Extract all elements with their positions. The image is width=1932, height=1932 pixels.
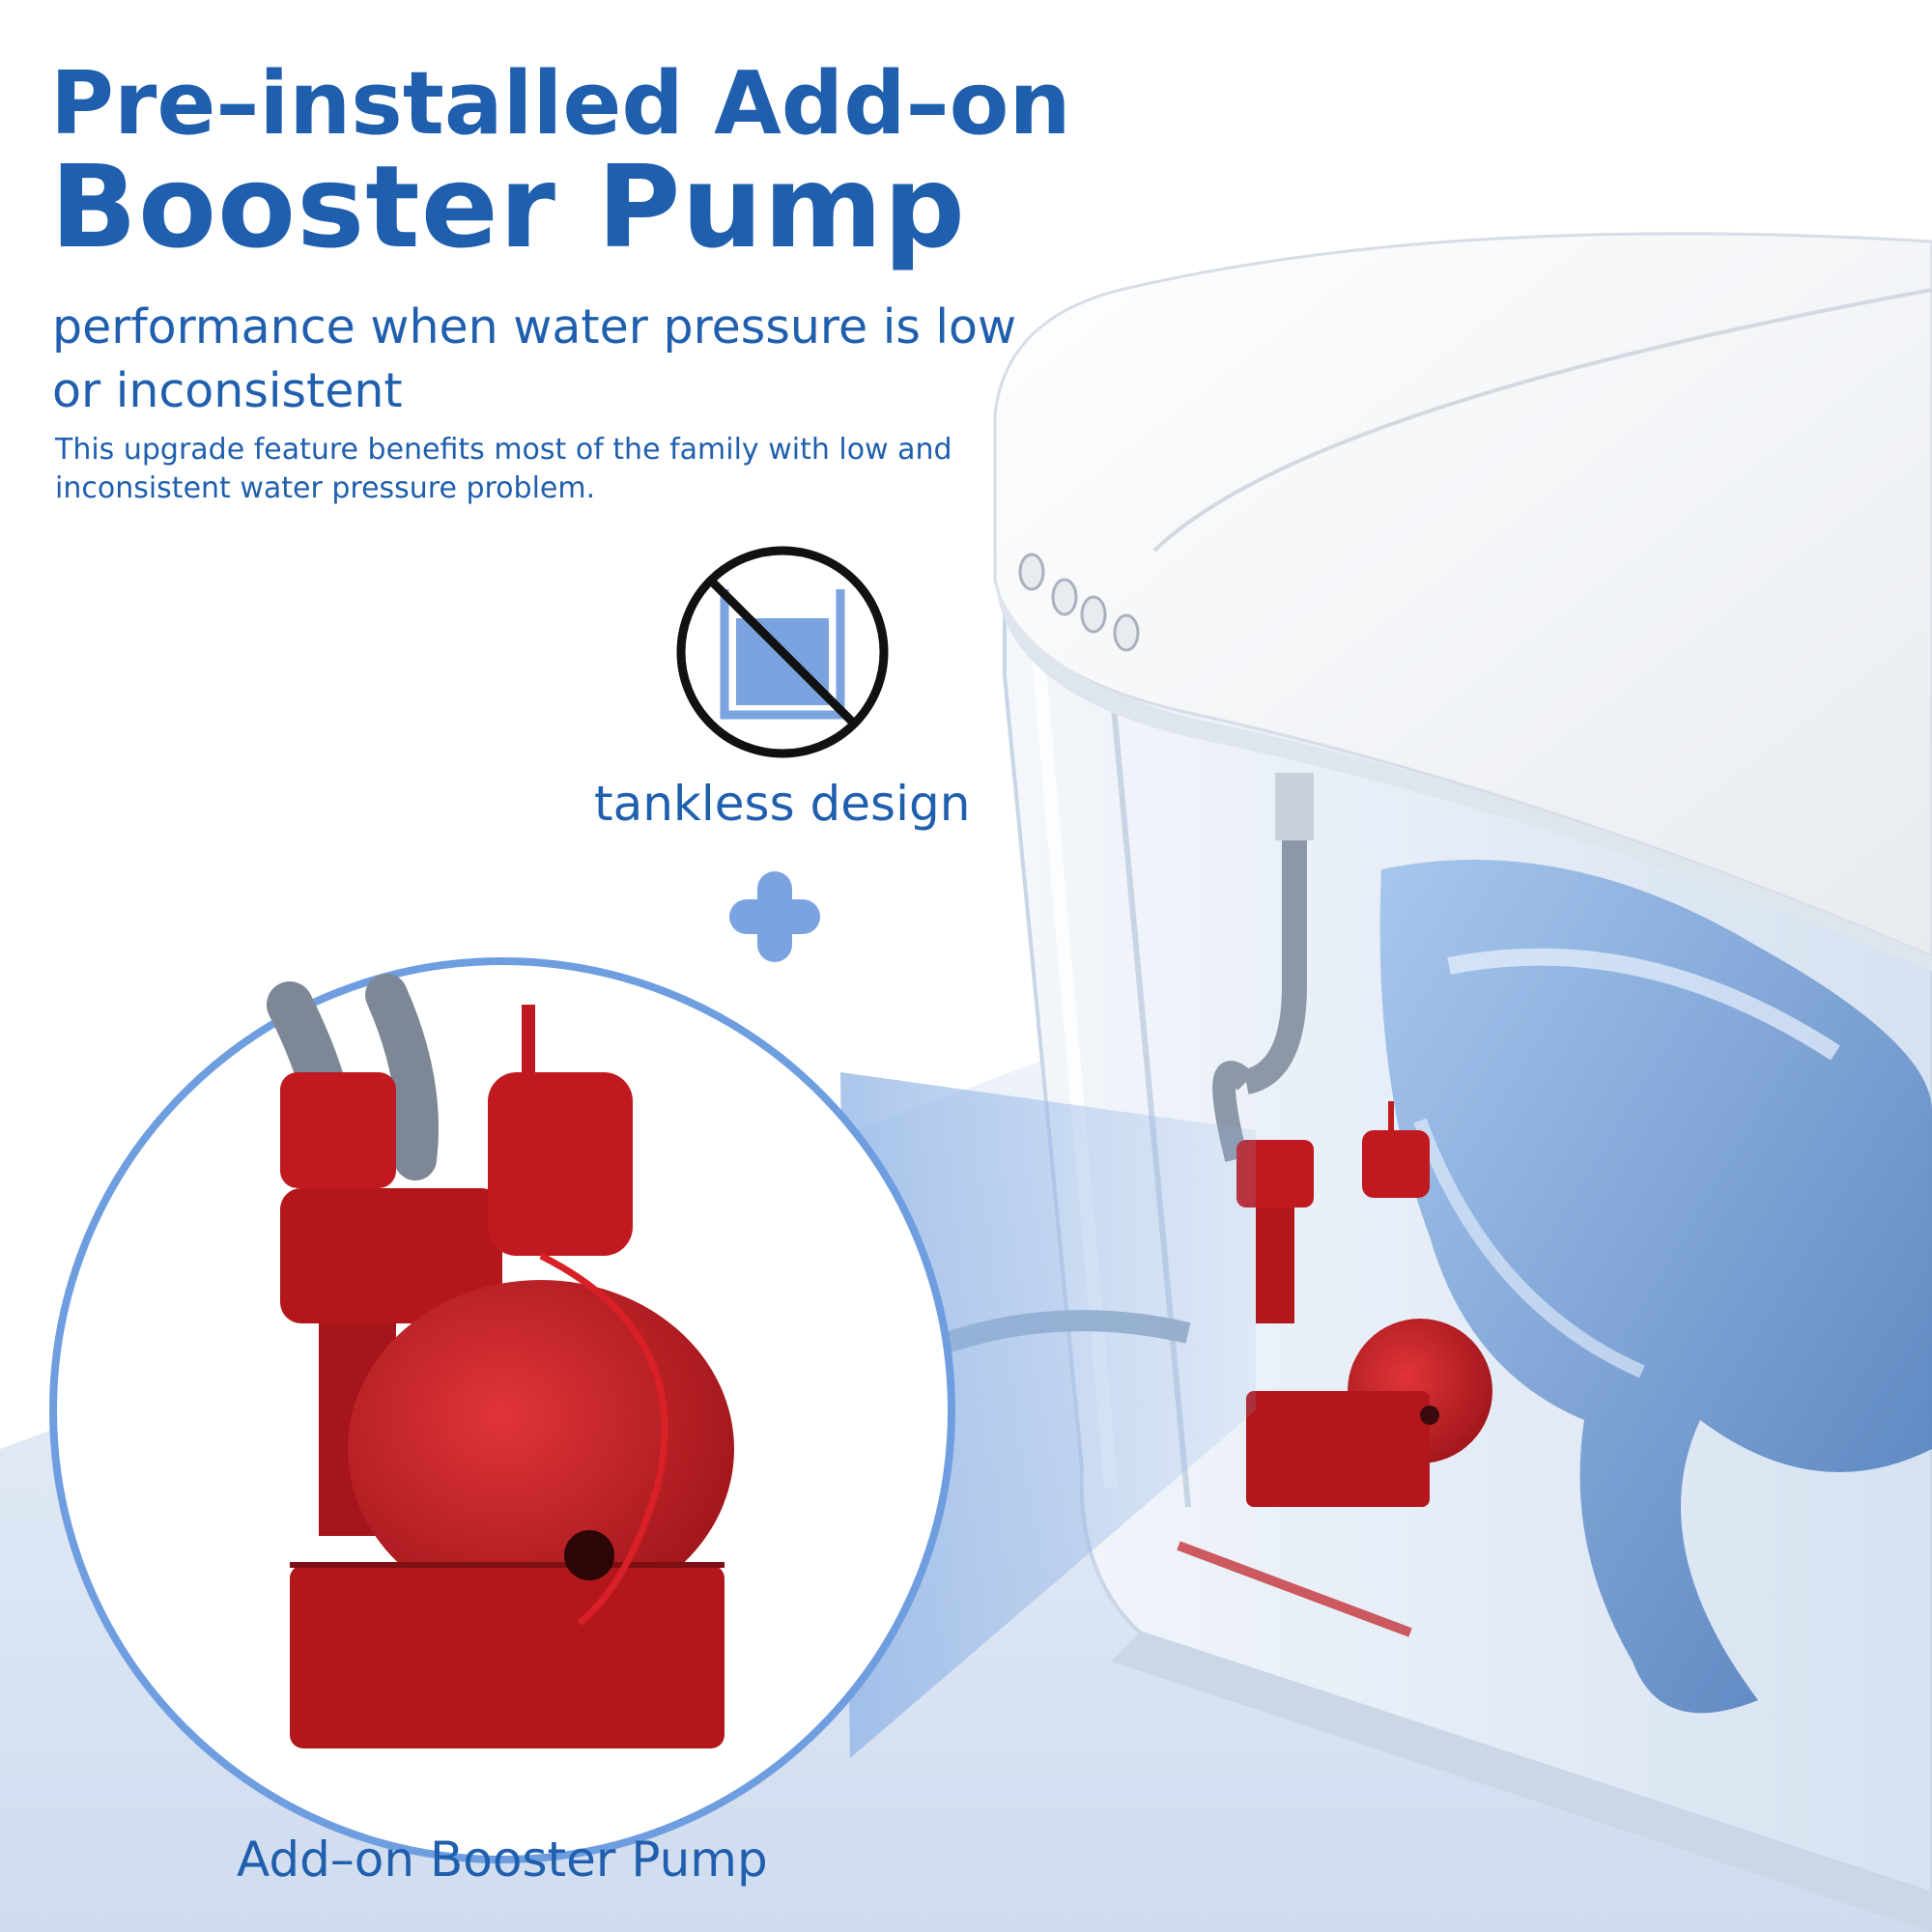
- subtitle: performance when water pressure is low o…: [52, 299, 1017, 418]
- headline-line-1: Pre–installed Add–on: [50, 53, 1071, 155]
- plus-icon: [729, 871, 820, 962]
- zoom-beam: [840, 1072, 1256, 1758]
- headline-line-2: Booster Pump: [50, 140, 966, 273]
- pump-zoom-circle: [49, 957, 955, 1863]
- no-tank-icon: [676, 546, 889, 758]
- tankless-design-label: tankless design: [594, 776, 971, 832]
- booster-pump-label: Add–on Booster Pump: [237, 1832, 768, 1888]
- toilet-control-buttons: [1018, 553, 1140, 652]
- description: This upgrade feature benefits most of th…: [55, 433, 952, 505]
- installed-pump: [1236, 1101, 1492, 1507]
